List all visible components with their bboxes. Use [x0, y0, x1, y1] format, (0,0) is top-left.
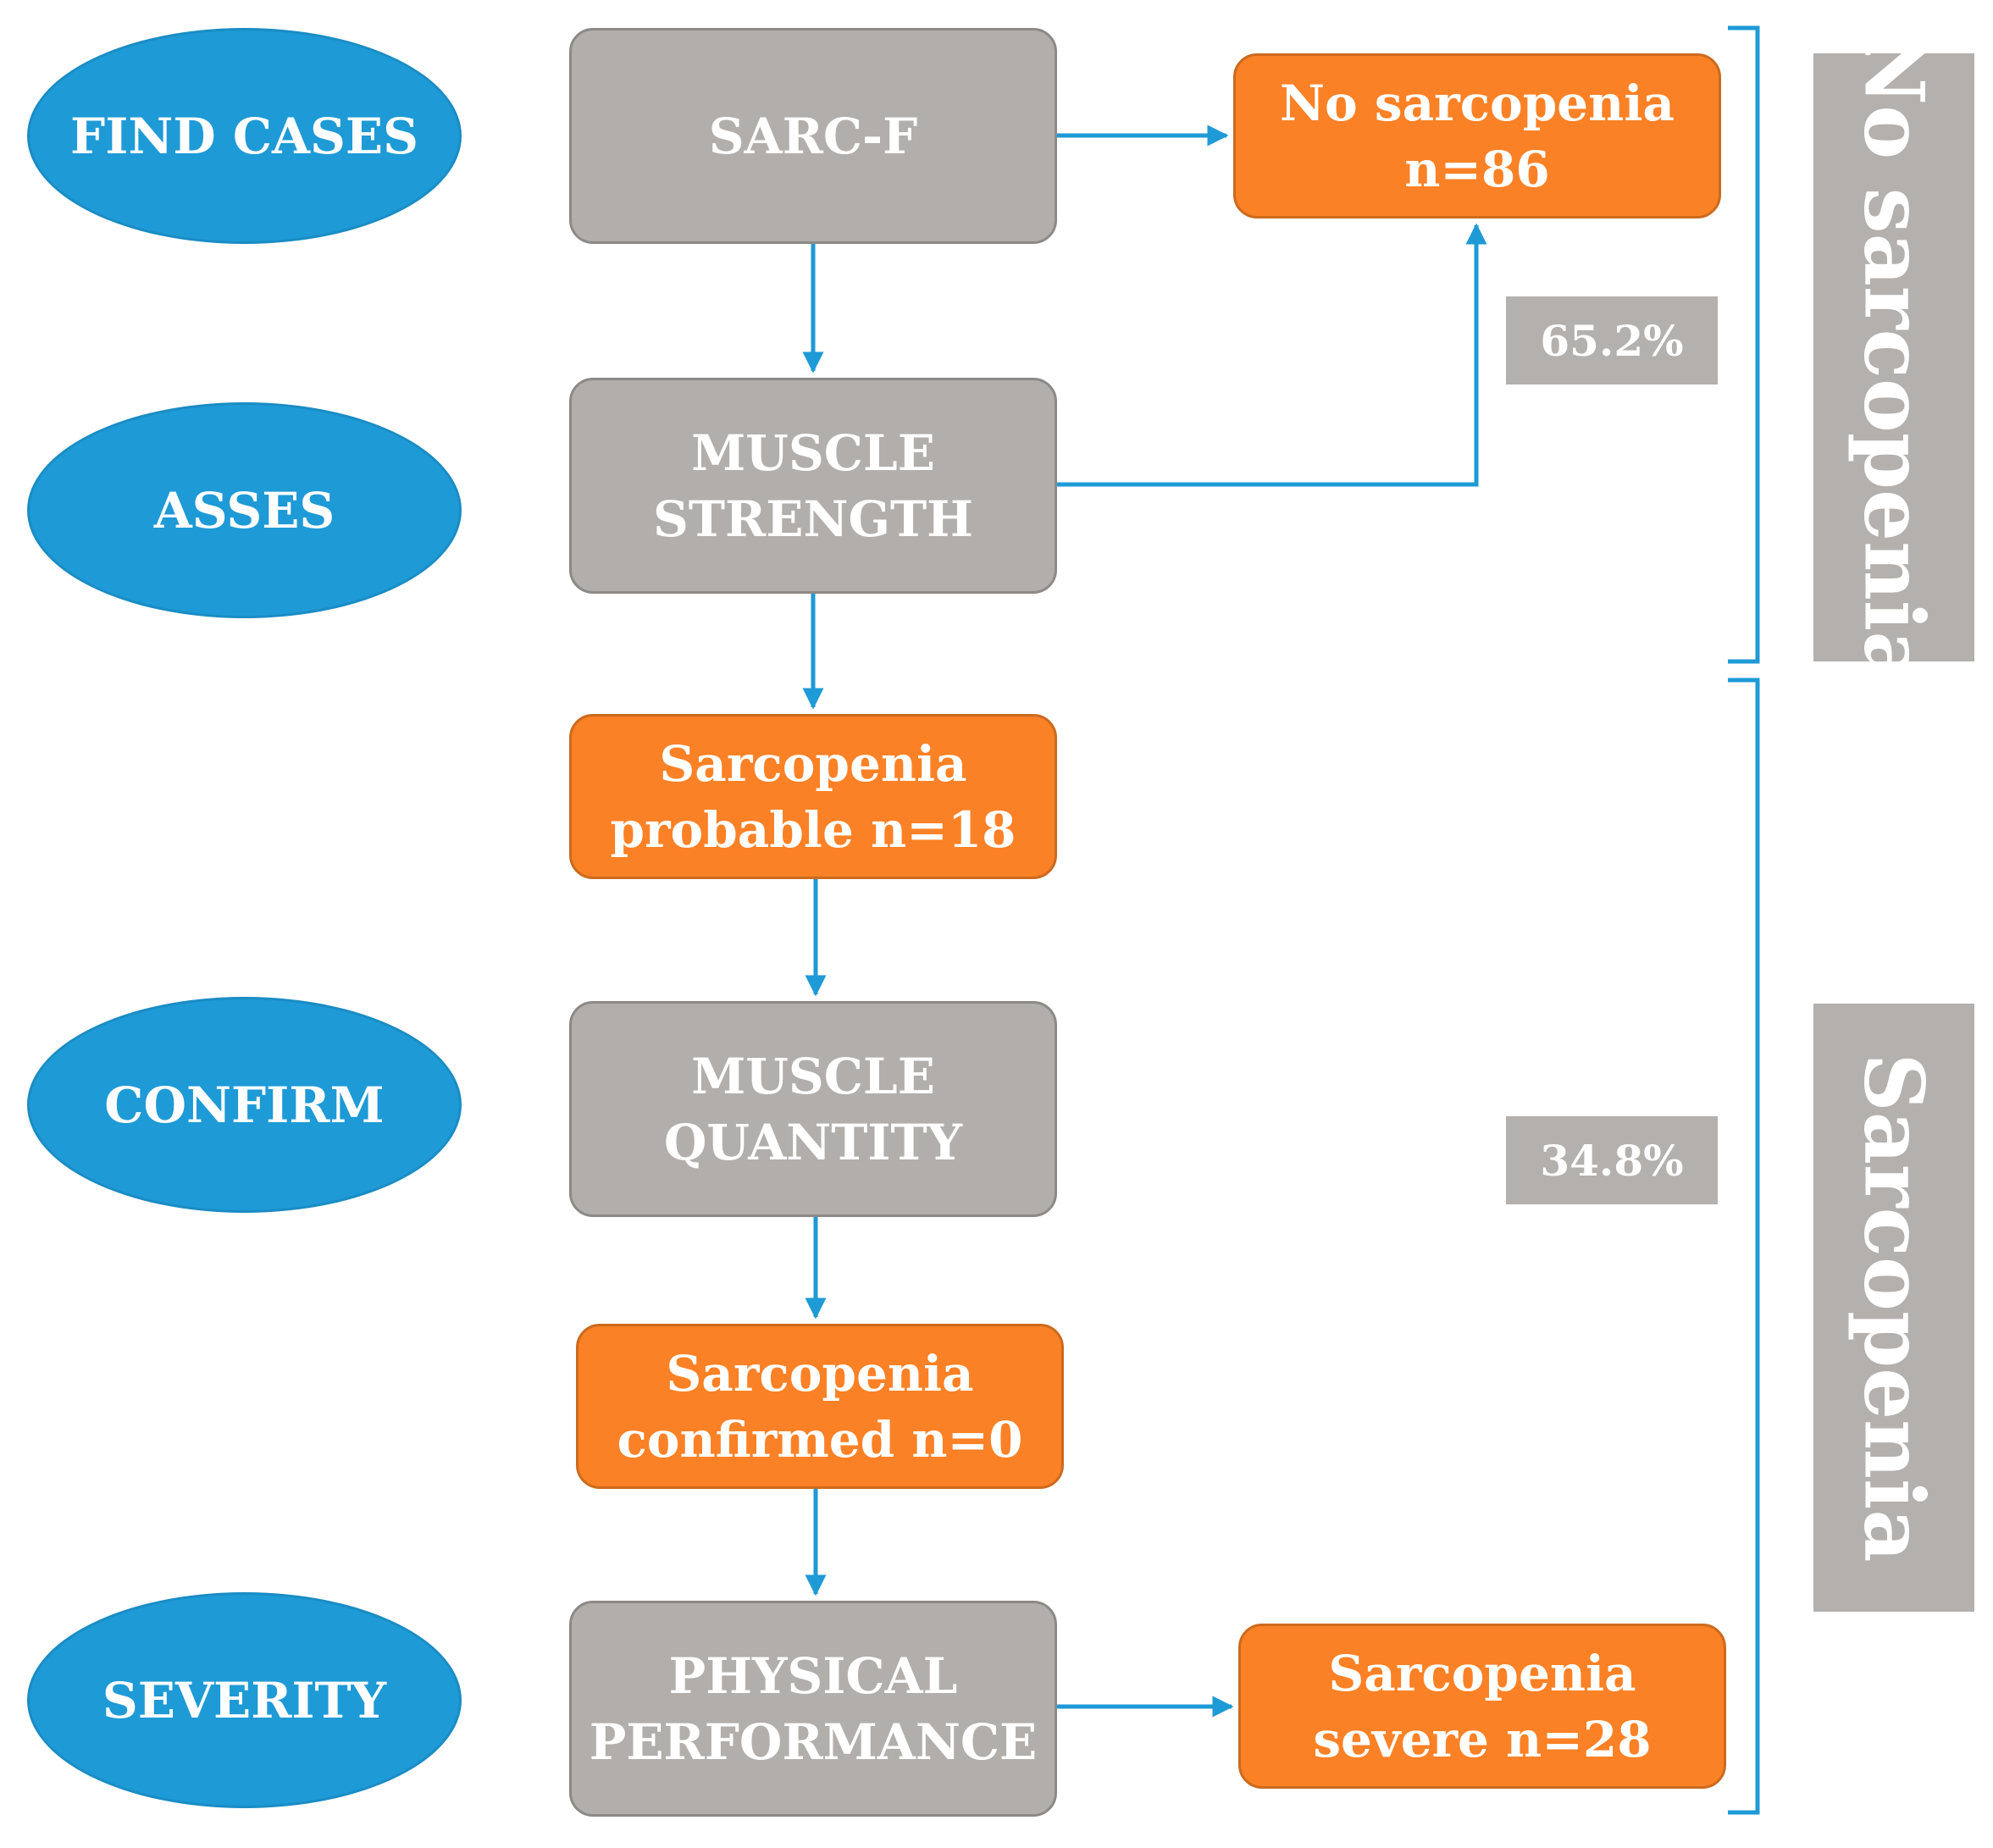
arrow-strength-to-no-sarcopenia: [1057, 223, 1487, 487]
stage-asses-label: ASSES: [153, 481, 335, 539]
bracket-sarcopenia: [1728, 678, 1760, 1815]
percent-sarcopenia: 34.8%: [1506, 1116, 1718, 1204]
stage-confirm: CONFIRM: [27, 997, 462, 1213]
stage-confirm-label: CONFIRM: [104, 1076, 385, 1134]
group-label-no-sarcopenia: No sarcopenia: [1813, 30, 1974, 684]
group-label-sarcopenia: Sarcopenia: [1813, 1004, 1974, 1612]
stage-find-cases-label: FIND CASES: [70, 107, 418, 165]
stage-severity: SEVERITY: [27, 1592, 462, 1808]
test-muscle-quantity: MUSCLE QUANTITY: [569, 1001, 1057, 1217]
test-muscle-strength: MUSCLE STRENGTH: [569, 378, 1057, 594]
stage-find-cases: FIND CASES: [27, 28, 462, 244]
percent-no-sarcopenia: 65.2%: [1506, 296, 1718, 385]
outcome-no-sarcopenia: No sarcopenia n=86: [1233, 53, 1721, 219]
outcome-sarcopenia-probable: Sarcopenia probable n=18: [569, 714, 1057, 879]
bracket-no-sarcopenia: [1728, 25, 1760, 664]
stage-asses: ASSES: [27, 402, 462, 618]
test-sarc-f: SARC-F: [569, 28, 1057, 244]
outcome-sarcopenia-severe: Sarcopenia severe n=28: [1238, 1624, 1726, 1789]
outcome-sarcopenia-confirmed: Sarcopenia confirmed n=0: [576, 1324, 1064, 1489]
stage-severity-label: SEVERITY: [102, 1671, 387, 1729]
test-physical-performance: PHYSICAL PERFORMANCE: [569, 1601, 1057, 1817]
